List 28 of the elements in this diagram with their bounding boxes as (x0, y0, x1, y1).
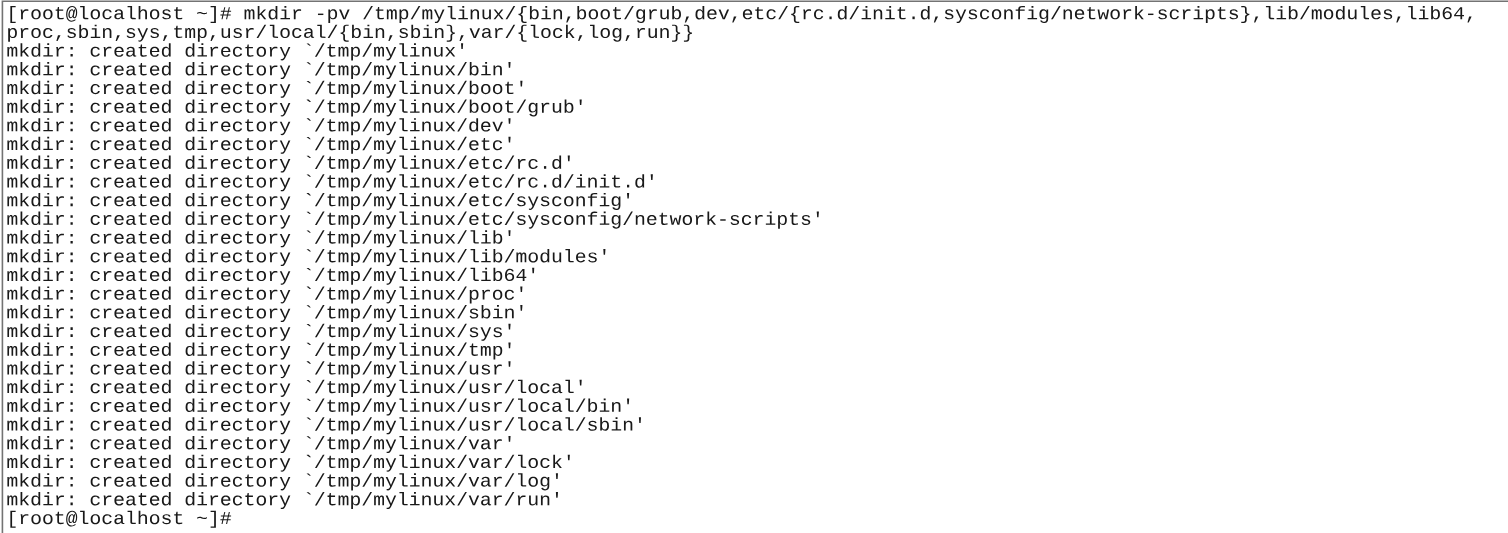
terminal-line: mkdir: created directory `/tmp/mylinux/lib' (7, 230, 511, 248)
terminal-line: mkdir: created directory `/tmp/mylinux/lib64' (7, 267, 535, 285)
terminal-line: mkdir: created directory `/tmp/mylinux/dev' (7, 118, 511, 136)
terminal-line: mkdir: created directory `/tmp/mylinux/var' (7, 435, 511, 453)
terminal-line: mkdir: created directory `/tmp/mylinux' (7, 43, 464, 61)
terminal-line: mkdir: created directory `/tmp/mylinux/sys' (7, 323, 511, 341)
terminal-line: mkdir: created directory `/tmp/mylinux/var/lock' (7, 454, 570, 472)
terminal-line: mkdir: created directory `/tmp/mylinux/lib/modules' (7, 249, 606, 267)
terminal-line: mkdir: created directory `/tmp/mylinux/usr/local' (7, 379, 582, 397)
terminal-line: mkdir: created directory `/tmp/mylinux/etc/rc.d' (7, 155, 570, 173)
terminal-line: [root@localhost ~]# mkdir -pv /tmp/mylinux/{bin,boot/grub,dev,etc/{rc.d/init.d,sysconfig/network-scripts},lib/modules,lib64, (10, 5, 1472, 23)
terminal-line: mkdir: created directory `/tmp/mylinux/etc/sysconfig' (7, 192, 630, 210)
terminal-line: [root@localhost ~]# (10, 510, 232, 528)
terminal-line: mkdir: created directory `/tmp/mylinux/boot/grub' (7, 99, 582, 117)
terminal-line: mkdir: created directory `/tmp/mylinux/usr/local/sbin' (7, 417, 641, 435)
terminal-line: mkdir: created directory `/tmp/mylinux/usr' (7, 361, 511, 379)
terminal-line: mkdir: created directory `/tmp/mylinux/bin' (7, 62, 511, 80)
terminal-line: mkdir: created directory `/tmp/mylinux/boot' (7, 80, 523, 98)
terminal-line: mkdir: created directory `/tmp/mylinux/proc' (7, 286, 523, 304)
terminal-line: mkdir: created directory `/tmp/mylinux/etc/rc.d/init.d' (7, 174, 653, 192)
terminal-line: proc,sbin,sys,tmp,usr/local/{bin,sbin},var/{lock,log,run}} (8, 24, 692, 42)
terminal-line: mkdir: created directory `/tmp/mylinux/etc/sysconfig/network-scripts' (7, 211, 819, 229)
terminal-line: mkdir: created directory `/tmp/mylinux/var/log' (7, 473, 558, 491)
terminal-line: mkdir: created directory `/tmp/mylinux/sbin' (7, 305, 523, 323)
terminal-line: mkdir: created directory `/tmp/mylinux/tmp' (7, 342, 511, 360)
terminal-line: mkdir: created directory `/tmp/mylinux/usr/local/bin' (7, 398, 630, 416)
terminal-line: mkdir: created directory `/tmp/mylinux/var/run' (7, 492, 558, 510)
terminal-line: mkdir: created directory `/tmp/mylinux/etc' (7, 136, 511, 154)
